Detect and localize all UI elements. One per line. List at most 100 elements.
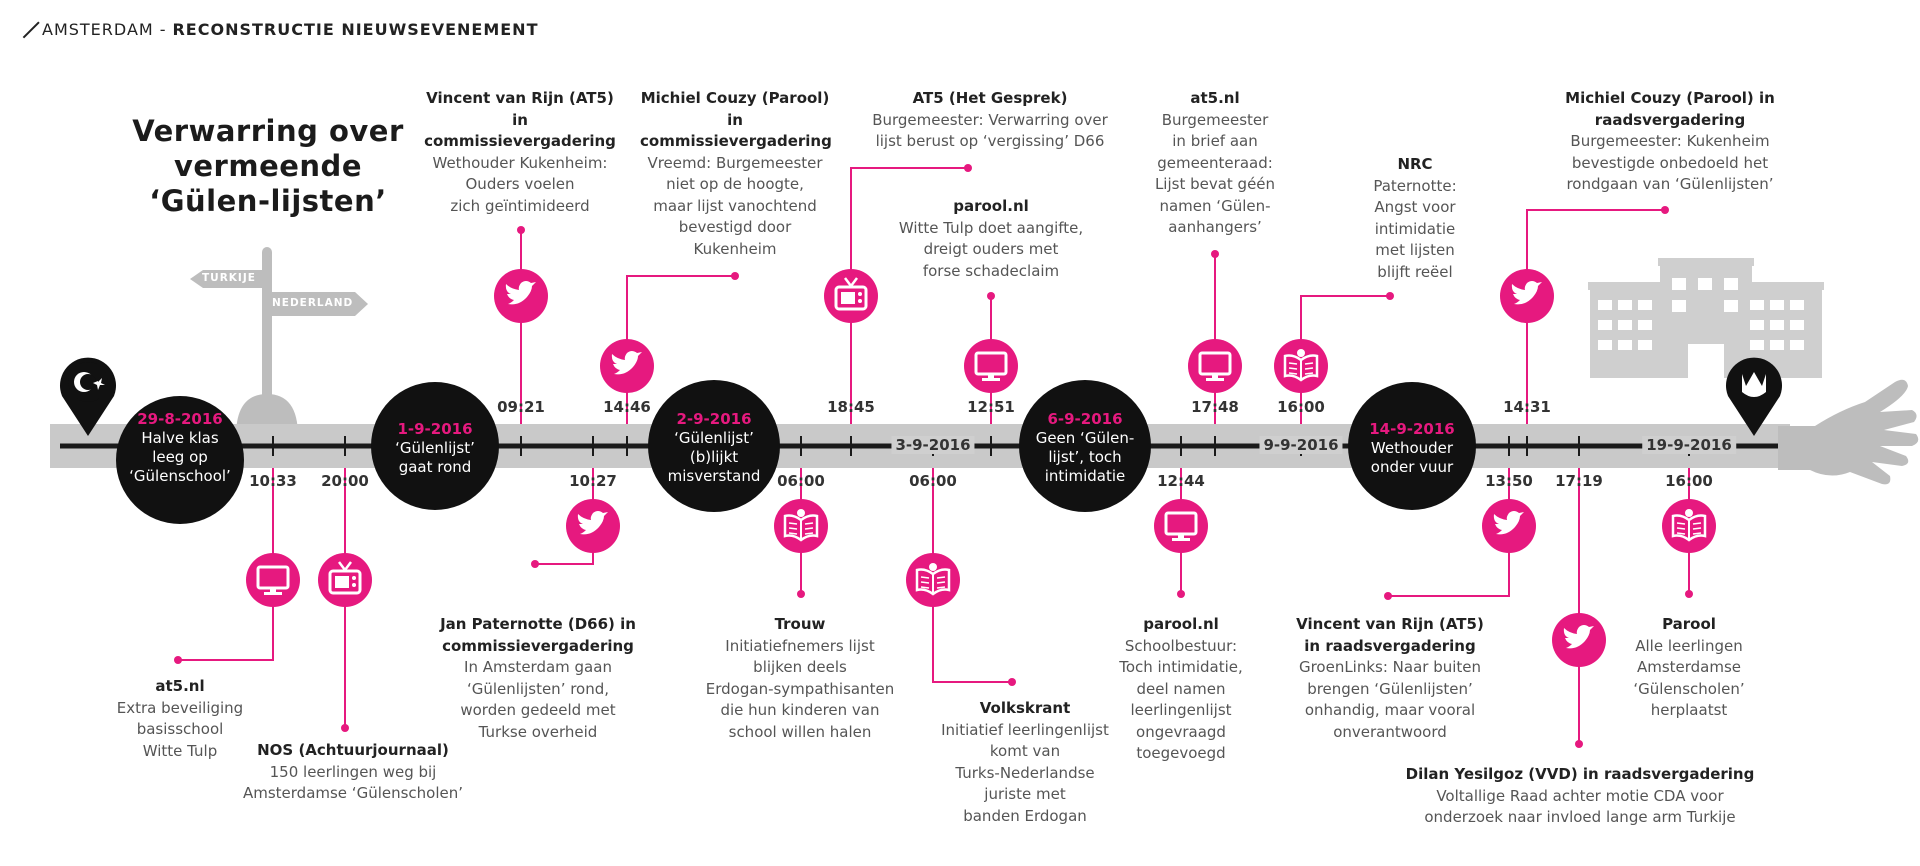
twitter-icon	[1552, 613, 1606, 667]
connector-dot	[964, 164, 972, 172]
event-source: Trouw	[774, 615, 826, 633]
event-text-line: Alle leerlingen	[1635, 636, 1743, 655]
event-text-line: namen ‘Gülen-	[1159, 196, 1271, 215]
event-source: at5.nl	[1190, 89, 1240, 107]
monitor-icon	[1154, 499, 1208, 553]
connector-lines	[178, 167, 1690, 744]
connector-dot	[1384, 592, 1392, 600]
header-separator: -	[159, 19, 167, 39]
title-line: vermeende	[173, 149, 362, 183]
milestone-line: lijst’, toch	[1048, 448, 1122, 466]
event-text-line: Paternotte:	[1373, 176, 1457, 195]
title-line: ‘Gülen-lijsten’	[149, 184, 387, 218]
connector-line	[1300, 295, 1390, 424]
event-text-line: Burgemeester: Kukenheim	[1570, 132, 1770, 150]
event-text-line: Kukenheim	[693, 239, 777, 258]
event-text-line: Amsterdamse	[1636, 658, 1742, 676]
building-icon	[1588, 258, 1824, 378]
tv-icon	[824, 269, 878, 323]
connector-dot	[1575, 740, 1583, 748]
event-description: NOS (Achtuurjournaal)150 leerlingen weg …	[238, 740, 468, 805]
event-text-line: rondgaan van ‘Gülenlijsten’	[1566, 175, 1774, 193]
connector-dot	[174, 656, 182, 664]
newspaper-icon	[1662, 499, 1716, 553]
event-text-line: Schoolbestuur:	[1124, 636, 1238, 655]
event-text-line: in brief aan	[1172, 132, 1258, 150]
milestone-2: 1-9-2016 ‘Gülenlijst’ gaat rond	[370, 420, 500, 477]
event-time: 12:51	[967, 398, 1015, 416]
event-text-line: Angst voor	[1374, 198, 1456, 216]
page-title: Verwarring over vermeende ‘Gülen-lijsten…	[128, 114, 408, 219]
event-description: Michiel Couzy (Parool) in raadsvergaderi…	[1555, 88, 1785, 196]
event-time: 10:33	[249, 472, 297, 490]
event-text-line: Lijst bevat géén	[1154, 175, 1276, 193]
event-source: at5.nl	[155, 677, 205, 695]
connector-line	[932, 468, 1012, 683]
milestone-line: Geen ‘Gülen-	[1035, 429, 1135, 447]
event-text-line: brengen ‘Gülenlijsten’	[1307, 679, 1473, 698]
event-text-line: maar lijst vanochtend	[653, 196, 817, 215]
event-source: parool.nl	[953, 197, 1029, 215]
event-text-line: Extra beveiliging	[116, 698, 244, 717]
newspaper-icon	[1274, 339, 1328, 393]
event-time: 18:45	[827, 398, 875, 416]
event-text-line: herplaatst	[1650, 701, 1728, 719]
twitter-icon	[1500, 269, 1554, 323]
milestone-line: ‘Gülenlijst’	[674, 429, 754, 447]
milestone-date: 1-9-2016	[397, 420, 473, 438]
connector-dot	[1661, 206, 1669, 214]
connector-dot	[731, 272, 739, 280]
connector-dot	[1177, 590, 1185, 598]
event-text-line: Initiatiefnemers lijst	[725, 636, 875, 655]
timeline-date: 9-9-2016	[1259, 436, 1343, 454]
event-source: Dilan Yesilgoz (VVD) in raadsvergadering	[1405, 765, 1755, 783]
event-source: Michiel Couzy (Parool) in commissieverga…	[640, 89, 832, 150]
event-time: 10:27	[569, 472, 617, 490]
connector-dot	[987, 292, 995, 300]
event-source: Vincent van Rijn (AT5) in raadsvergaderi…	[1296, 615, 1484, 655]
event-source: parool.nl	[1143, 615, 1219, 633]
connector-dots	[174, 164, 1693, 748]
event-text-line: basisschool	[136, 720, 224, 738]
page-header: AMSTERDAM - RECONSTRUCTIE NIEUWSEVENEMEN…	[18, 14, 538, 44]
milestone-4: 6-9-2016 Geen ‘Gülen- lijst’, toch intim…	[1020, 410, 1150, 486]
hand-icon	[1778, 379, 1919, 485]
milestone-5: 14-9-2016 Wethouder onder vuur	[1347, 420, 1477, 477]
event-description: Vincent van Rijn (AT5) in commissieverga…	[420, 88, 620, 217]
event-text-line: school willen halen	[728, 722, 872, 741]
connector-dot	[797, 590, 805, 598]
milestone-circle	[116, 396, 244, 524]
connector-dot	[1386, 292, 1394, 300]
event-text-line: lijst berust op ‘vergissing’ D66	[875, 132, 1105, 150]
event-time: 16:00	[1665, 472, 1713, 490]
event-description: Jan Paternotte (D66) in commissievergade…	[428, 614, 648, 743]
milestone-1: 29-8-2016 Halve klas leeg op ‘Gülenschoo…	[115, 410, 245, 486]
newspaper-icon	[906, 553, 960, 607]
milestone-date: 14-9-2016	[1369, 420, 1455, 438]
event-text-line: met lijsten	[1375, 241, 1455, 259]
connector-line	[178, 468, 274, 661]
event-text-line: Amsterdamse ‘Gülenscholen’	[242, 784, 464, 802]
event-time: 06:00	[777, 472, 825, 490]
event-text-line: Wethouder Kukenheim:	[432, 153, 608, 172]
connector-dot	[341, 724, 349, 732]
event-text-line: dreigt ouders met	[923, 240, 1059, 258]
timeline-date: 19-9-2016	[1642, 436, 1736, 454]
event-text-line: Vreemd: Burgemeester	[647, 153, 823, 172]
event-time: 17:48	[1191, 398, 1239, 416]
event-text-line: Initiatief leerlingenlijst	[941, 720, 1109, 739]
milestone-circle	[371, 382, 499, 510]
event-text-line: bevestigd door	[678, 218, 792, 236]
event-source: NOS (Achtuurjournaal)	[257, 741, 449, 759]
connector-dot	[1685, 590, 1693, 598]
tv-icon	[318, 553, 372, 607]
event-text-line: zich geïntimideerd	[450, 196, 590, 215]
twitter-icon	[600, 339, 654, 393]
milestone-circle	[1348, 382, 1476, 510]
event-text-line: juriste met	[984, 785, 1066, 803]
